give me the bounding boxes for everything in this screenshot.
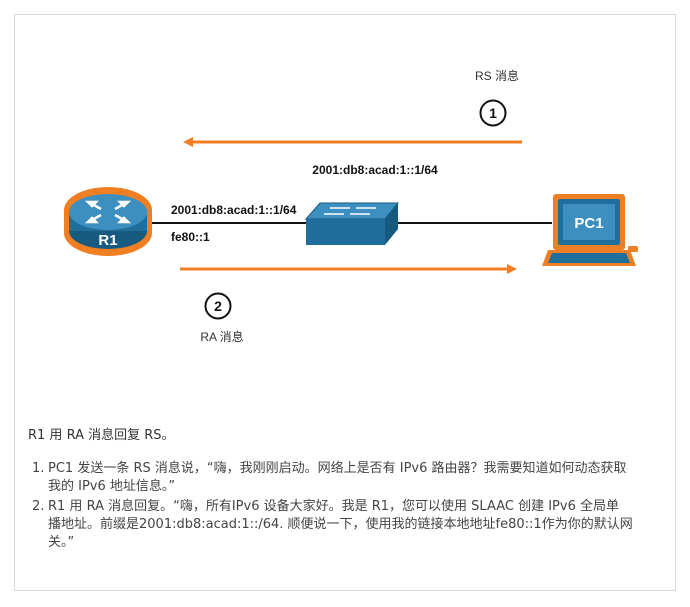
step-1-item: 1. PC1 发送一条 RS 消息说，“嗨，我刚刚启动。网络上是否有 IPv6 …: [28, 460, 668, 496]
step-1-text-line1: PC1 发送一条 RS 消息说，“嗨，我刚刚启动。网络上是否有 IPv6 路由器…: [48, 461, 627, 476]
r1-global-address: 2001:db8:acad:1::1/64: [171, 203, 297, 217]
step-2-badge-number: 2: [214, 298, 222, 314]
step-1-badge-number: 1: [489, 105, 497, 121]
step-2-badge: [204, 292, 232, 320]
r1-link-local-address: fe80::1: [171, 230, 210, 244]
router-r1-label: R1: [98, 232, 117, 249]
router-r1-icon: R1: [64, 187, 152, 256]
pc1-label: PC1: [574, 215, 603, 232]
steps-list: 1. PC1 发送一条 RS 消息说，“嗨，我刚刚启动。网络上是否有 IPv6 …: [28, 460, 668, 554]
step-2-text-line2: 播地址。前缀是2001:db8:acad:1::/64. 顺便说一下，使用我的链…: [48, 517, 633, 532]
step-1-number: 1.: [32, 461, 45, 476]
step-1-badge: [479, 99, 507, 127]
step-2-item: 2. R1 用 RA 消息回复。“嗨，所有IPv6 设备大家好。我是 R1，您可…: [28, 498, 668, 552]
step-2-text-line3: 关。”: [48, 535, 75, 550]
switch-icon: [304, 202, 400, 245]
content-frame: [14, 14, 676, 591]
step-2-number: 2.: [32, 499, 45, 514]
pc1-icon: PC1: [542, 194, 638, 266]
step-2-text-line1: R1 用 RA 消息回复。“嗨，所有IPv6 设备大家好。我是 R1，您可以使用…: [48, 499, 619, 514]
ra-message-label: RA 消息: [200, 329, 243, 344]
rs-message-label: RS 消息: [475, 68, 519, 83]
step-1-text-line2: 我的 IPv6 地址信息。”: [48, 479, 176, 494]
pc1-prefix-label: 2001:db8:acad:1::1/64: [312, 163, 438, 177]
caption: R1 用 RA 消息回复 RS。: [28, 428, 175, 443]
slaac-rs-ra-diagram: RS 消息 1 2001:db8:acad:1::1/64 2001:db8:a…: [64, 68, 638, 344]
